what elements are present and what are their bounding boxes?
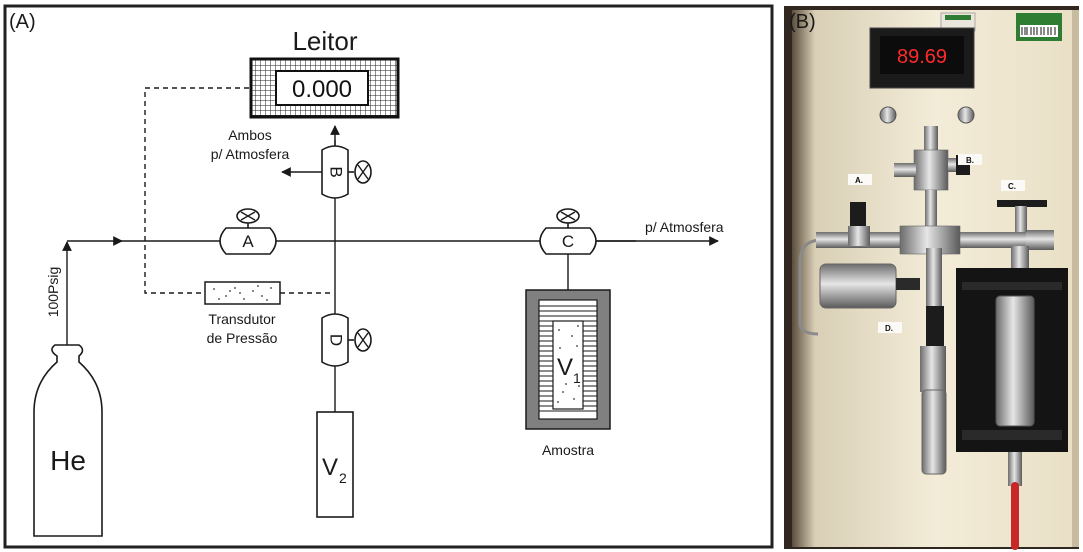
photo-transducer bbox=[820, 264, 896, 308]
screw-left-icon bbox=[880, 107, 896, 123]
valve-d-letter: D bbox=[327, 334, 346, 346]
vent-both-label-line1: Ambos bbox=[228, 127, 272, 143]
valve-a-letter: A bbox=[242, 232, 254, 251]
digital-display-value: 89.69 bbox=[897, 46, 947, 68]
reader-value: 0.000 bbox=[292, 76, 352, 103]
v2-main: V bbox=[322, 454, 338, 481]
v1-subscript: 1 bbox=[573, 370, 581, 386]
tag-d-text: D. bbox=[885, 324, 893, 333]
photo-valve-c-icon bbox=[997, 200, 1047, 207]
pressure-transducer bbox=[205, 282, 280, 304]
valve-c-letter: C bbox=[562, 232, 574, 251]
tag-b-text: B. bbox=[966, 156, 974, 165]
transducer-label-line2: de Pressão bbox=[207, 330, 278, 346]
pressure-label: 100Psig bbox=[45, 267, 61, 318]
transducer-label-line1: Transdutor bbox=[208, 311, 276, 327]
photo-vessel-v2 bbox=[922, 390, 946, 474]
vessel-v2: V 2 bbox=[317, 412, 353, 517]
panel-a-schematic: (A) Leitor 0.000 Ambos p/ Atmosfera B bbox=[5, 6, 772, 547]
tag-a-text: A. bbox=[855, 176, 863, 185]
gas-label: He bbox=[50, 445, 86, 476]
valve-b-letter: B bbox=[327, 166, 346, 177]
screw-right-icon bbox=[958, 107, 974, 123]
tag-c-text: C. bbox=[1008, 182, 1016, 191]
sample-label: Amostra bbox=[542, 442, 594, 458]
panel-b-photo: (B) 89.69 B. bbox=[784, 6, 1079, 549]
reader-display: 0.000 bbox=[251, 59, 398, 117]
photo-sample-cell-v1 bbox=[996, 296, 1034, 426]
reader-title: Leitor bbox=[292, 26, 357, 56]
sample-cell-v1: V 1 bbox=[526, 290, 610, 429]
photo-valve-d-icon bbox=[926, 306, 944, 348]
vent-both-label-line2: p/ Atmosfera bbox=[211, 146, 290, 162]
panel-a-label: (A) bbox=[9, 11, 36, 33]
panel-b-label: (B) bbox=[789, 11, 816, 33]
vent-right-label: p/ Atmosfera bbox=[645, 219, 724, 235]
v1-main: V bbox=[557, 354, 573, 381]
v2-subscript: 2 bbox=[339, 470, 347, 486]
